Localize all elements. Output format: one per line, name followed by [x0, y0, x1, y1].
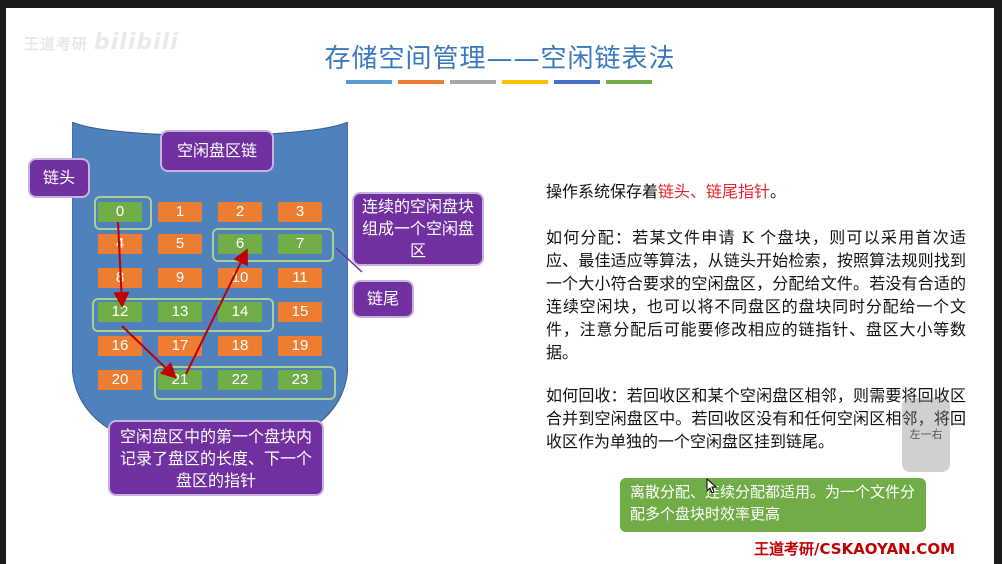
callout-tail-text: 链尾: [366, 289, 399, 308]
title-bar: [346, 80, 392, 84]
allocated-block: 11: [278, 268, 322, 288]
callout-chain-tail: 链尾: [352, 280, 414, 318]
pointer-arrows: [113, 221, 363, 379]
callout-contiguous-group: 连续的空闲盘块组成一个空闲盘区: [352, 192, 484, 266]
callout-group-text: 连续的空闲盘块组成一个空闲盘区: [361, 197, 474, 260]
overlay-button-text: 左一右: [909, 428, 943, 441]
title-bar: [450, 80, 496, 84]
bilibili-logo: bilibili: [94, 30, 179, 55]
allocated-block: 18: [218, 336, 262, 356]
free-block: 23: [278, 370, 322, 390]
mouse-cursor-icon: [706, 478, 718, 494]
text-pointers-lead: 操作系统保存着: [546, 182, 659, 201]
callout-chain-head: 链头: [28, 158, 90, 198]
title-bar: [502, 80, 548, 84]
text-allocation: 如何分配：若某文件申请 K 个盘块，则可以采用首次适应、最佳适应等算法，从链头开…: [546, 228, 966, 362]
free-block: 6: [218, 234, 262, 254]
text-pointers: 操作系统保存着链头、链尾指针。: [546, 180, 966, 203]
allocated-block: 9: [158, 268, 202, 288]
free-block: 14: [218, 302, 262, 322]
free-block: 22: [218, 370, 262, 390]
free-extent-outline: [94, 196, 152, 230]
callout-free-extent-chain: 空闲盘区链: [160, 130, 274, 172]
title-bar: [606, 80, 652, 84]
allocated-block: 16: [98, 336, 142, 356]
callout-bottom-text: 空闲盘区中的第一个盘块内记录了盘区的长度、下一个盘区的指针: [120, 427, 313, 490]
allocated-block: 17: [158, 336, 202, 356]
callout-head-text: 链头: [42, 168, 75, 187]
free-extent-outline: [212, 228, 334, 262]
allocated-block: 3: [278, 202, 322, 222]
allocated-block: 5: [158, 234, 202, 254]
callout-top-text: 空闲盘区链: [176, 141, 257, 160]
watermark-text: 王道考研: [24, 35, 89, 53]
applicability-note: 离散分配、连续分配都适用。为一个文件分配多个盘块时效率更高: [620, 478, 926, 532]
text-pointers-end: 。: [770, 182, 787, 201]
allocated-block: 19: [278, 336, 322, 356]
allocated-block: 15: [278, 302, 322, 322]
video-overlay-button[interactable]: 左一右: [902, 398, 950, 472]
allocated-block: 2: [218, 202, 262, 222]
title-bar: [554, 80, 600, 84]
callout-first-block-info: 空闲盘区中的第一个盘块内记录了盘区的长度、下一个盘区的指针: [108, 420, 324, 496]
text-recycle: 如何回收：若回收区和某个空闲盘区相邻，则需要将回收区合并到空闲盘区中。若回收区没…: [546, 386, 966, 451]
watermark: 王道考研 bilibili: [24, 30, 179, 55]
title-underline-bars: [346, 80, 652, 84]
free-extent-outline: [154, 366, 336, 400]
free-block: 0: [98, 202, 142, 222]
free-extent-outline: [92, 298, 274, 332]
allocated-block: 20: [98, 370, 142, 390]
slide-title: 存储空间管理——空闲链表法: [324, 44, 676, 74]
title-bar: [398, 80, 444, 84]
free-block: 13: [158, 302, 202, 322]
free-block: 7: [278, 234, 322, 254]
text-pointers-highlight: 链头、链尾指针: [658, 182, 771, 201]
footer-brand: 王道考研/CSKAOYAN.COM: [754, 540, 955, 558]
allocated-block: 1: [158, 202, 202, 222]
